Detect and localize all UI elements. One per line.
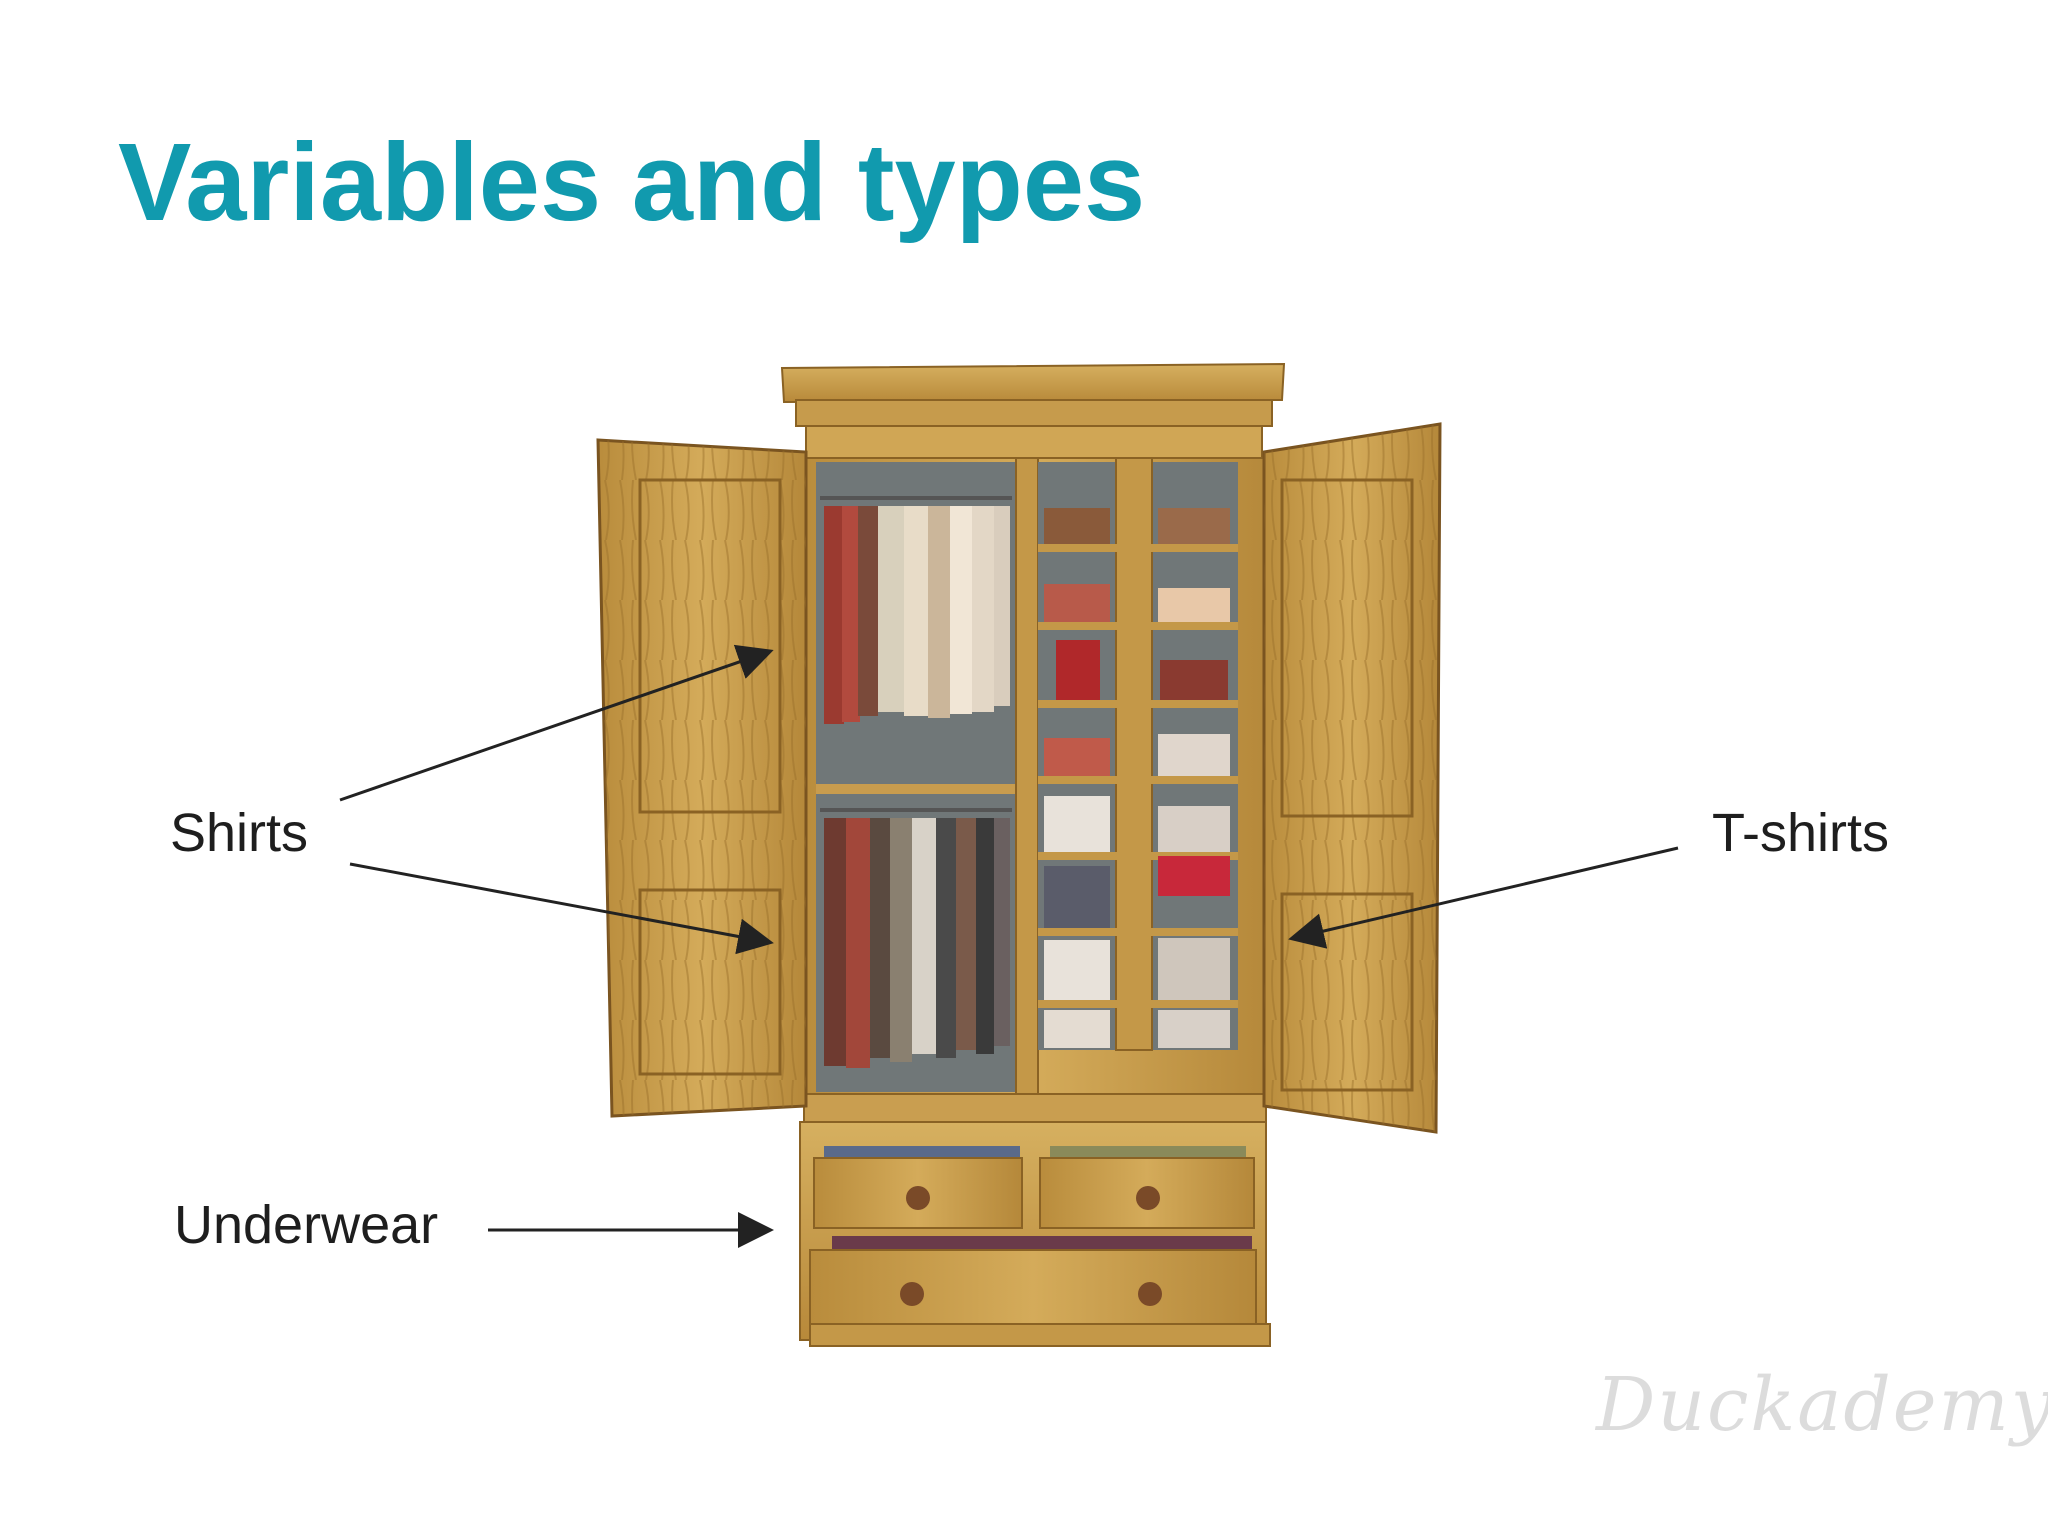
drawers xyxy=(799,1121,1271,1347)
label-tshirts: T-shirts xyxy=(1712,803,1890,863)
shelf-compartment xyxy=(1038,457,1238,1051)
arrow-shirts-upper xyxy=(339,644,774,802)
left-door xyxy=(596,438,808,1118)
arrow-shirts-lower xyxy=(349,862,774,955)
annotation-arrows xyxy=(339,644,1679,1248)
slide-title: Variables and types xyxy=(118,121,1146,244)
hanging-compartment xyxy=(816,462,1016,1092)
duckademy-logo: Duckademy xyxy=(1596,1362,2048,1448)
arrow-tshirts xyxy=(1288,846,1679,949)
label-underwear: Underwear xyxy=(174,1195,439,1255)
right-door xyxy=(1262,422,1442,1134)
label-shirts: Shirts xyxy=(170,803,309,863)
wardrobe-crown xyxy=(780,362,1286,461)
